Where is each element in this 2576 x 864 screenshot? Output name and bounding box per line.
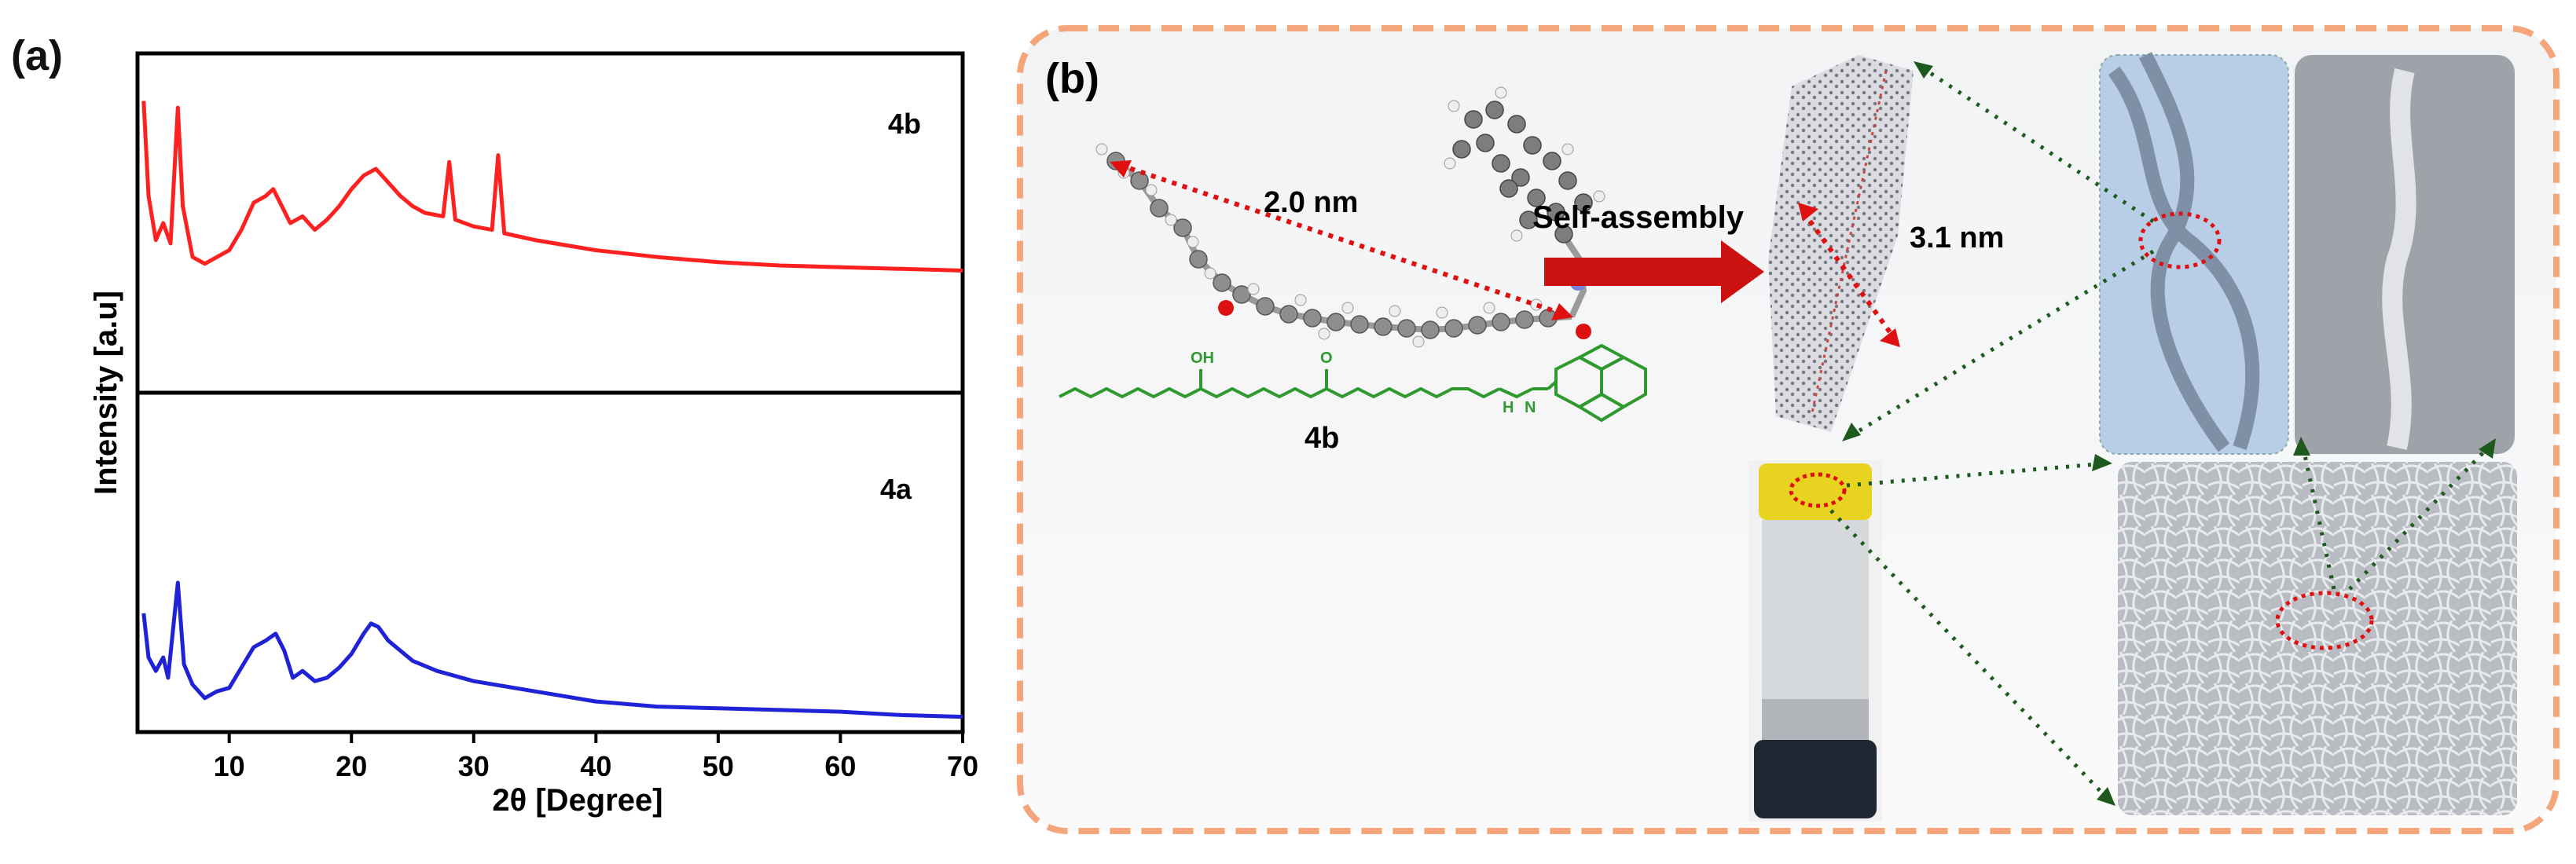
series-4a-label: 4a — [880, 473, 912, 505]
connector-arrowheads — [1842, 61, 2496, 806]
series-4b-label: 4b — [888, 108, 921, 140]
series-4b-line — [141, 101, 963, 273]
length-arrow-molecule — [1119, 163, 1565, 317]
x-ticks: 10 20 30 40 50 60 70 — [214, 732, 978, 782]
sem-fiber-strand — [2382, 68, 2416, 450]
sem-network-image — [2118, 462, 2517, 815]
x-tick-label: 20 — [336, 750, 367, 782]
x-tick-label: 30 — [458, 750, 490, 782]
x-tick-label: 10 — [214, 750, 245, 782]
network-highlight — [2275, 591, 2374, 650]
o-label: O — [1320, 350, 1333, 367]
molecule-3d-model — [1095, 86, 1605, 348]
helix-highlight — [2138, 211, 2222, 269]
length-label-molecule: 2.0 nm — [1264, 186, 1358, 219]
fiber-model — [1768, 55, 1914, 432]
panel-a-label: (a) — [11, 32, 63, 79]
xrd-chart: 10 20 30 40 50 60 70 4b 4a 2θ [Degree] Intensi… — [89, 51, 978, 818]
series-4a-line — [141, 580, 963, 719]
length-label-fiber: 3.1 nm — [1910, 221, 2004, 254]
gel-vial-photo — [1749, 460, 1882, 822]
self-assembly-arrow — [1544, 240, 1764, 303]
arrowhead-left — [1110, 160, 1132, 178]
arrowhead-right — [1551, 303, 1573, 320]
y-axis-label: Intensity [a.u] — [89, 291, 123, 495]
self-assembly-label: Self-assembly — [1532, 200, 1745, 235]
x-tick-label: 70 — [947, 750, 978, 782]
arrowhead-fiber-bottom — [1880, 328, 1900, 347]
x-tick-label: 60 — [824, 750, 856, 782]
length-arrow-fiber — [1801, 211, 1896, 339]
connector-arrows — [1829, 62, 2493, 803]
self-assembly-diagram: (b) — [1017, 25, 2559, 834]
nh-label: H — [1503, 399, 1514, 416]
compound-label-4b: 4b — [1305, 422, 1339, 455]
x-tick-label: 50 — [703, 750, 734, 782]
arrowhead-fiber-top — [1798, 203, 1818, 221]
n-label: N — [1525, 399, 1536, 416]
x-axis-label: 2θ [Degree] — [492, 783, 662, 818]
plot-frame-top — [135, 51, 965, 395]
oh-label: OH — [1191, 350, 1214, 367]
panel-b-label: (b) — [1045, 55, 1099, 102]
helix-ribbon — [2108, 51, 2260, 452]
x-tick-label: 40 — [580, 750, 611, 782]
chemical-structure-4b — [1059, 343, 1647, 423]
plot-frame-bottom — [135, 390, 965, 734]
